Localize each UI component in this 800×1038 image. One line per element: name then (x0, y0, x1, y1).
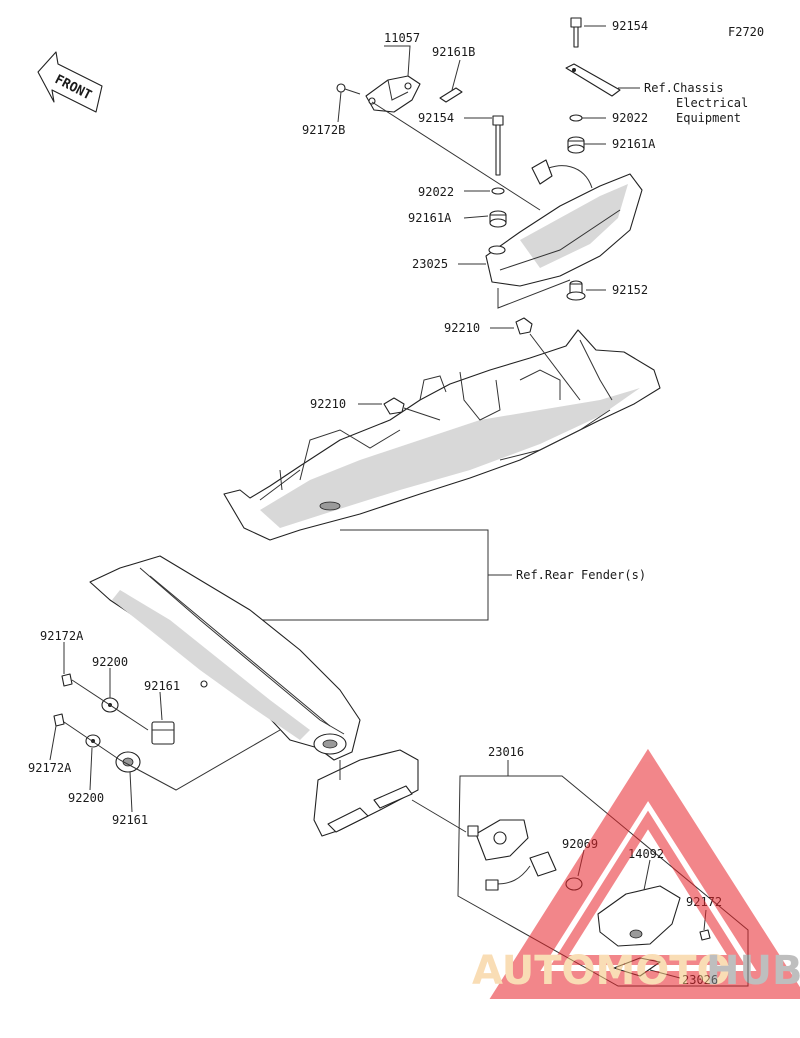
label-92152: 92152 (612, 283, 648, 297)
label-92161A-right: 92161A (612, 137, 656, 151)
label-92022-right: 92022 (612, 111, 648, 125)
tail-light-23025 (485, 159, 643, 287)
label-92161B: 92161B (432, 45, 475, 59)
label-23025: 23025 (412, 257, 448, 271)
label-92154-top: 92154 (612, 19, 648, 33)
label-ref-rear-fender: Ref.Rear Fender(s) (516, 568, 646, 582)
label-92022-left: 92022 (418, 185, 454, 199)
grommet-92161A-left (489, 210, 507, 228)
lens-14092 (597, 885, 681, 947)
rear-fender (223, 329, 661, 541)
washer-92022-right (569, 114, 583, 122)
label-92172B: 92172B (302, 123, 345, 137)
bolt-92172A-bot (53, 713, 65, 727)
label-11057: 11057 (384, 31, 420, 45)
ref-rear-fender-bracket (262, 529, 489, 621)
label-92172A-bot: 92172A (28, 761, 72, 775)
bolt-92154-top (570, 17, 582, 48)
bolt-92172A-top (61, 673, 73, 687)
figure-code: F2720 (728, 25, 764, 39)
collar-92161B (439, 87, 463, 103)
label-92200-top: 92200 (92, 655, 128, 669)
watermark-text-left: AUTOMOTO (472, 948, 731, 994)
label-92154-mid: 92154 (418, 111, 454, 125)
grommet-92161A-right (567, 136, 585, 154)
socket-wire (485, 851, 557, 891)
label-92172A-top: 92172A (40, 629, 84, 643)
watermark-logo: AUTOMOTO HUB (472, 748, 800, 999)
watermark-text-right: HUB (706, 948, 800, 994)
bolt-92154-mid (492, 115, 504, 176)
label-92161-bot: 92161 (112, 813, 148, 827)
nut-92210-left (383, 397, 405, 415)
chassis-plate (565, 63, 621, 97)
label-ref-chassis-3: Equipment (676, 111, 741, 125)
grommet-92161-top (151, 721, 175, 745)
nut-92210-top (515, 317, 533, 335)
lamp-housing (467, 819, 529, 861)
label-ref-chassis-1: Ref.Chassis (644, 81, 723, 95)
license-bracket (89, 555, 419, 837)
label-92161-top: 92161 (144, 679, 180, 693)
label-92161A-left: 92161A (408, 211, 452, 225)
leader-23025-down (497, 279, 571, 309)
washer-92022-left (491, 187, 505, 195)
label-14092: 14092 (628, 847, 664, 861)
label-ref-chassis-2: Electrical (676, 96, 748, 110)
label-92210-left: 92210 (310, 397, 346, 411)
label-23016: 23016 (488, 745, 524, 759)
label-92200-bot: 92200 (68, 791, 104, 805)
bushing-92152 (566, 280, 586, 301)
bracket-11057 (365, 75, 421, 113)
front-arrow-icon: FRONT (37, 51, 103, 113)
label-92210-top: 92210 (444, 321, 480, 335)
screw-92172 (699, 929, 711, 941)
